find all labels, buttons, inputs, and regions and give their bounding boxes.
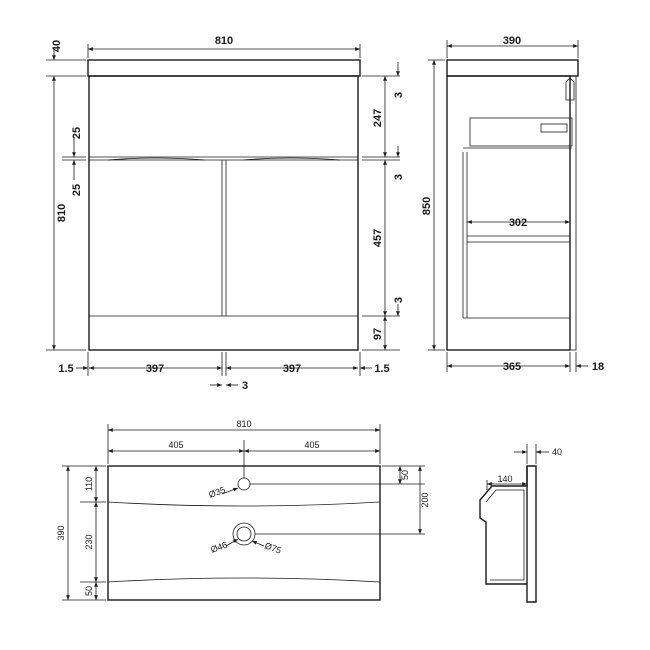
waste-outer-ring [232, 522, 256, 546]
dim-top-thickness-label: 40 [51, 40, 63, 52]
dim-gap-a-label: 3 [393, 92, 405, 98]
dim-bowl-depth-label: 230 [84, 534, 94, 549]
dim-drawer-depth-label: 302 [509, 217, 527, 229]
bowl-rim-front [107, 577, 381, 583]
drawer-front-profile [565, 77, 575, 101]
leader-waste-outer [251, 540, 265, 547]
tap-hole-dia-label: Ø35 [207, 485, 226, 500]
basin-plan-view: 810 405 405 50 200 390 110 230 50 Ø35 Ø4… [56, 419, 430, 601]
dim-back-edge-label: 50 [84, 586, 94, 596]
dim-tap-depth-label: 200 [420, 492, 430, 507]
dim-door-thickness-label: 18 [592, 361, 604, 373]
leader-tap-hole [221, 487, 239, 495]
dim-gap-c-label: 3 [393, 297, 405, 303]
dim-front-edge-label: 110 [84, 477, 94, 491]
dim-basin-width-label: 810 [236, 419, 251, 429]
drawer-box [469, 117, 573, 147]
dim-door-left-label: 397 [146, 363, 164, 375]
dim-carcass-depth-label: 365 [503, 361, 521, 373]
dim-door-gap-label: 3 [242, 380, 248, 392]
dim-tap-offset-label: 50 [400, 470, 410, 480]
front-view: 810 40 810 25 25 247 457 97 3 3 3 [46, 35, 405, 392]
dim-side-depth-label: 390 [503, 35, 521, 47]
dim-top-gap-label: 25 [71, 127, 83, 139]
waste-outer-dia-label: Ø75 [263, 540, 282, 555]
dim-section-thickness-label: 40 [552, 447, 562, 457]
basin-section-profile [479, 466, 528, 585]
door-handle-right [242, 157, 341, 161]
countertop-side [446, 59, 579, 77]
dim-height-label: 810 [56, 204, 68, 222]
dim-right-edge-label: 1.5 [374, 363, 389, 375]
cabinet-body-front [88, 75, 359, 351]
dim-plinth-height-label: 97 [372, 328, 384, 340]
door-side-panel [569, 75, 577, 351]
dim-gap-b-label: 3 [393, 174, 405, 180]
waste-inner-ring [236, 526, 252, 542]
waste-inner-dia-label: Ø46 [209, 540, 228, 555]
dim-rim-depth-label: 140 [497, 474, 512, 484]
basin-section-inner [485, 489, 524, 503]
bowl-rim-back [107, 501, 381, 507]
dim-side-height-label: 850 [421, 197, 433, 215]
drawer-runner [540, 123, 568, 133]
basin-section-view: 40 140 [479, 444, 562, 603]
countertop-front [87, 59, 361, 77]
dim-half-left-label: 405 [168, 440, 183, 450]
dim-drawer-height-label: 247 [372, 109, 384, 127]
side-view: 390 850 302 365 18 [421, 35, 604, 373]
dim-door-right-label: 397 [283, 363, 301, 375]
tap-hole [237, 477, 251, 491]
dim-left-edge-label: 1.5 [58, 363, 73, 375]
leader-waste-inner [225, 538, 239, 547]
dim-door-height-label: 457 [372, 229, 384, 247]
cabinet-body-side [446, 75, 571, 351]
dim-mid-gap-label: 25 [71, 184, 83, 196]
dim-basin-depth-label: 390 [56, 525, 66, 540]
dim-overall-width-label: 810 [215, 35, 233, 47]
basin-section-inner [490, 490, 525, 581]
dim-half-right-label: 405 [304, 440, 319, 450]
basin-section-back [526, 465, 537, 603]
door-handle-left [107, 157, 206, 161]
